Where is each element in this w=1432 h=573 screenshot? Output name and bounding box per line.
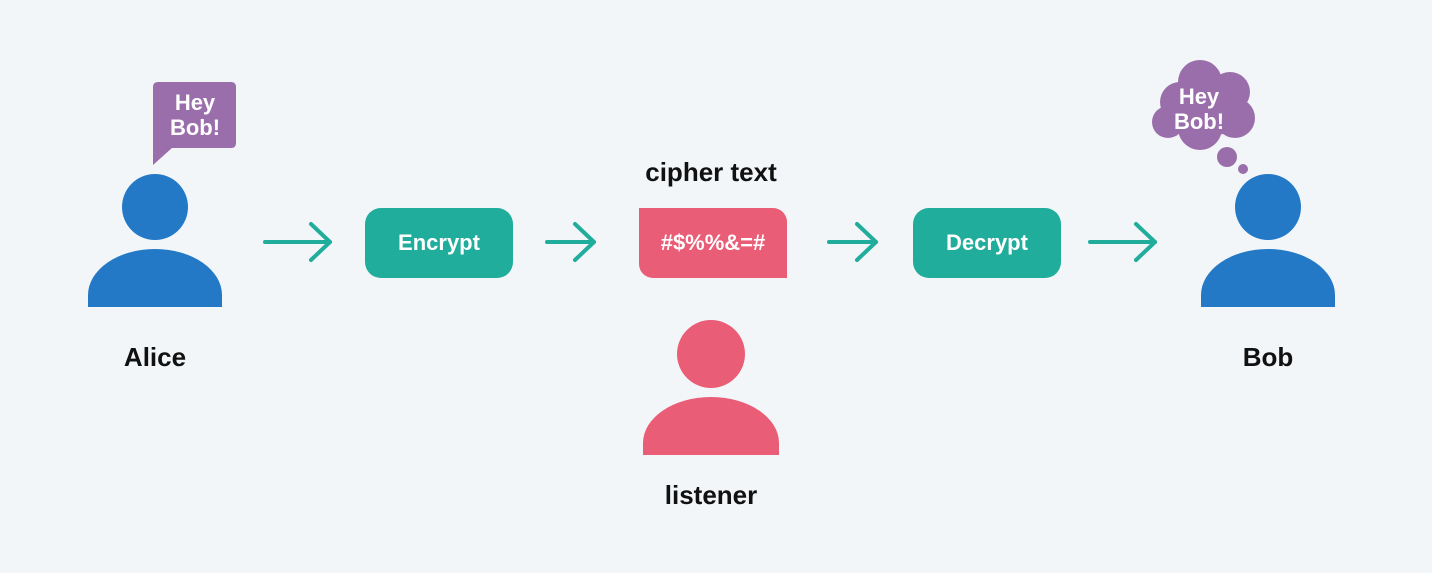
bob-label: Bob: [1242, 342, 1294, 372]
bob-thought-bubble-icon: [1152, 60, 1255, 174]
alice-speech-text: Hey Bob!: [155, 90, 235, 140]
arrow-right-icon: [827, 222, 878, 262]
bob-thought-line-2: Bob!: [1173, 109, 1225, 134]
decrypt-step: Decrypt: [913, 208, 1061, 278]
bob-person-icon: [1201, 174, 1335, 307]
bob-thought-line-1: Hey: [1178, 84, 1220, 109]
arrow-right-icon: [1088, 222, 1157, 262]
listener-label: listener: [664, 480, 758, 510]
alice-speech-line-1: Hey: [174, 90, 216, 115]
encrypt-step: Encrypt: [365, 208, 513, 278]
alice-speech-bubble-icon: [153, 82, 236, 165]
cipher-text-value: #$%%&=#: [639, 208, 787, 278]
arrow-right-icon: [263, 222, 332, 262]
bob-thought-text: Hey Bob!: [1159, 84, 1239, 134]
listener-person-icon: [643, 320, 779, 455]
alice-person-icon: [88, 174, 222, 307]
arrow-right-icon: [545, 222, 596, 262]
cipher-text-label: cipher text: [645, 157, 777, 187]
alice-speech-line-2: Bob!: [169, 115, 221, 140]
alice-label: Alice: [123, 342, 187, 372]
